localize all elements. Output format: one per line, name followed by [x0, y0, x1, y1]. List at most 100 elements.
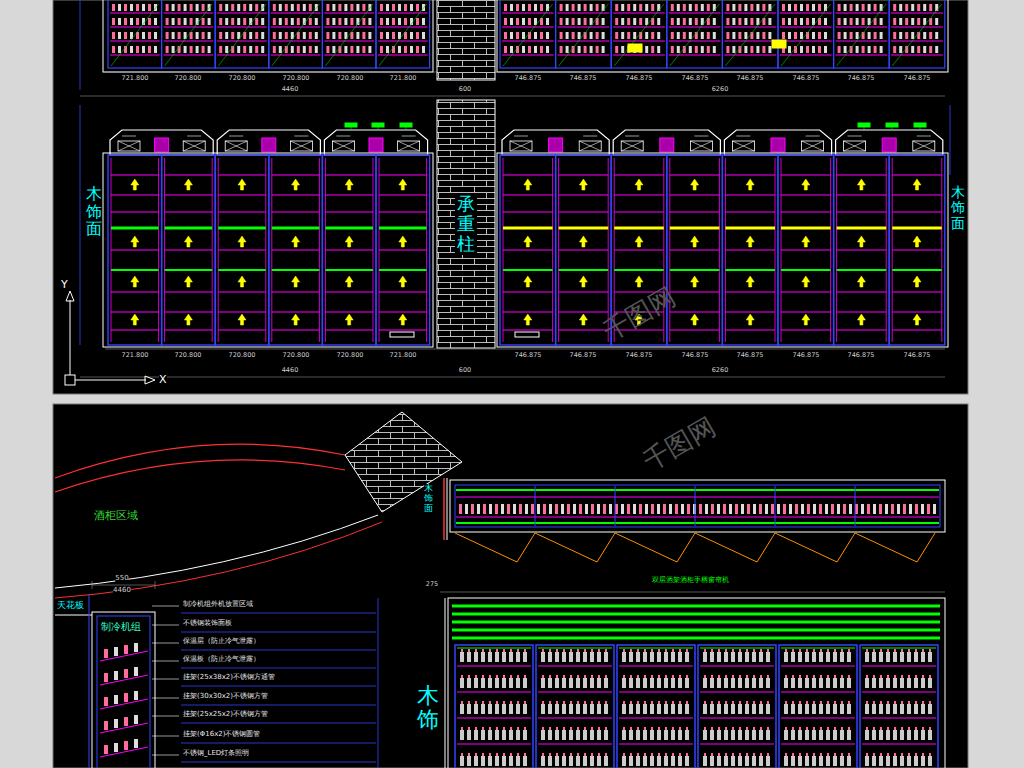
bottle-icon	[297, 18, 300, 25]
bottle-neck	[725, 649, 727, 652]
shelf-line	[502, 41, 554, 42]
bottle-icon	[798, 652, 802, 662]
bottle-icon	[791, 704, 795, 714]
bottle-icon	[788, 4, 791, 11]
bottle-icon	[695, 46, 698, 53]
bottle-icon	[907, 652, 911, 662]
shelf-line	[272, 249, 320, 250]
bottle-icon	[745, 704, 749, 714]
shelf-line	[614, 249, 664, 250]
shelf-line	[700, 692, 774, 693]
bottle-icon	[404, 46, 407, 53]
bottle-neck	[556, 727, 558, 730]
bottle-icon	[255, 4, 258, 11]
dimension-text: 721.800	[122, 352, 149, 359]
airflow-arrow	[635, 236, 643, 247]
bottle-icon	[833, 730, 837, 740]
bottle-icon	[844, 46, 847, 53]
bottle-icon	[591, 504, 594, 514]
bottle-icon	[707, 32, 710, 39]
bottle-icon	[495, 504, 498, 514]
bottle-neck	[848, 753, 850, 756]
bottle-neck	[841, 649, 843, 652]
led-shelf	[670, 269, 720, 271]
led-stripe	[452, 629, 940, 632]
bottle-icon	[471, 504, 474, 514]
bottle-neck	[577, 753, 579, 756]
bottle-icon	[847, 730, 851, 740]
led-stripe	[452, 613, 940, 616]
glass-reflection	[111, 4, 159, 66]
bottle-neck	[644, 727, 646, 730]
shelf-line	[837, 174, 887, 175]
bottle-icon	[627, 504, 630, 514]
bottle-icon	[562, 652, 566, 662]
shelf-line	[559, 249, 609, 250]
bottle-icon	[627, 18, 630, 25]
bottle-icon	[546, 18, 549, 25]
bottle-icon	[350, 4, 353, 11]
callout-note: 挂架(25x25x2)不锈钢方管	[183, 711, 268, 719]
airflow-arrow	[913, 179, 921, 190]
bottle-icon	[326, 46, 329, 53]
bottle-icon	[678, 652, 682, 662]
bottle-icon	[756, 32, 759, 39]
shelf-line	[781, 718, 855, 719]
bottle-neck	[651, 701, 653, 704]
bottle-neck	[806, 753, 808, 756]
node-label: 酒柜区域	[92, 507, 140, 524]
dimension-text: 720.800	[175, 75, 202, 82]
bottle-neck	[549, 701, 551, 704]
bottle-icon	[710, 730, 714, 740]
dimension-text: 746.875	[626, 75, 653, 82]
bottle-icon	[701, 46, 704, 53]
bottle-neck	[887, 649, 889, 652]
bottle-neck	[929, 675, 931, 678]
handle	[390, 332, 414, 337]
bottle-icon	[783, 504, 786, 514]
vent-marker	[351, 127, 352, 130]
airflow-arrow	[238, 179, 246, 190]
led-shelf	[456, 489, 939, 491]
bottle-neck	[792, 727, 794, 730]
bottle-icon	[622, 756, 626, 766]
bottle-neck	[556, 649, 558, 652]
bottle-icon	[422, 46, 425, 53]
bottle-icon	[578, 18, 581, 25]
bottle-icon	[502, 756, 506, 766]
bottle-icon	[798, 678, 802, 688]
dimension-line	[92, 585, 155, 586]
bottle-icon	[166, 46, 169, 53]
airflow-arrow	[857, 236, 865, 247]
bottle-icon	[166, 32, 169, 39]
wine-cabinet	[455, 645, 533, 768]
bottle-icon	[911, 32, 914, 39]
bottle-icon	[416, 18, 419, 25]
bottle-icon	[935, 18, 938, 25]
airflow-arrow	[399, 276, 407, 287]
wine-cabinet	[889, 155, 945, 345]
bottle-neck	[679, 701, 681, 704]
bottle-icon	[753, 504, 756, 514]
bottle-icon	[404, 18, 407, 25]
bottle-icon	[541, 652, 545, 662]
bottle-neck	[665, 753, 667, 756]
bottle-icon	[633, 18, 636, 25]
shelf-line	[781, 666, 855, 667]
bottle-neck	[901, 675, 903, 678]
shelf-line	[325, 249, 373, 250]
bottle-neck	[577, 675, 579, 678]
bottle-icon	[899, 18, 902, 25]
bottle-neck	[570, 727, 572, 730]
bottle-icon	[231, 4, 234, 11]
fan-symbol	[118, 141, 140, 151]
bottle-icon	[678, 704, 682, 714]
dimension-text: 746.875	[848, 352, 875, 359]
bottle-icon	[190, 18, 193, 25]
bottle-neck	[605, 701, 607, 704]
bottle-icon	[752, 678, 756, 688]
bottle-neck	[901, 701, 903, 704]
bottle-icon	[124, 18, 127, 25]
bottle-neck	[732, 753, 734, 756]
wine-cabinet	[556, 155, 612, 345]
